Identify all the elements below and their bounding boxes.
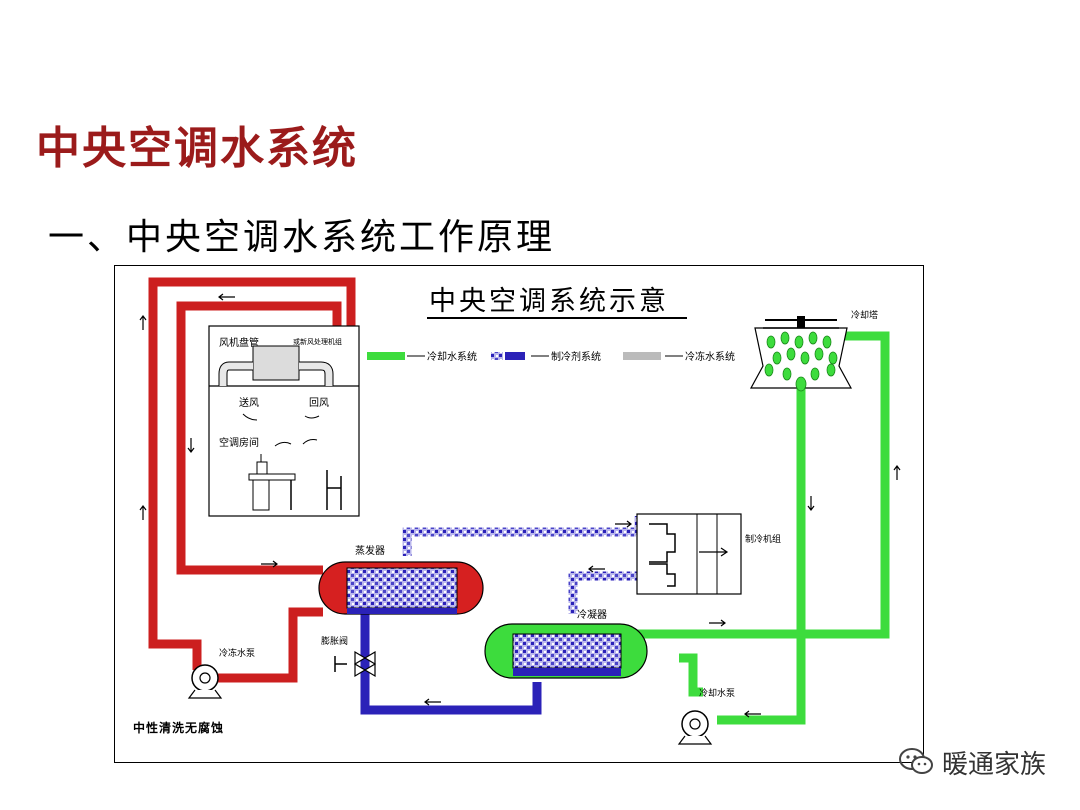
cooling-water-loop	[635, 331, 890, 725]
wechat-icon	[899, 748, 933, 774]
legend-refrigerant-label: 制冷剂系统	[551, 350, 601, 363]
cooling-tower-droplets	[764, 331, 838, 392]
footer-note: 中性清洗无腐蚀	[133, 720, 224, 735]
cooling-water-pump-label: 冷却水泵	[699, 687, 735, 699]
condenser: 冷凝器	[484, 608, 648, 679]
diagram-heading: 中央空调系统示意	[429, 286, 669, 317]
chair	[326, 470, 342, 510]
ac-room-label: 空调房间	[219, 436, 259, 449]
watermark: 暖通家族	[898, 740, 1046, 784]
legend: 冷却水系统 制冷剂系统 冷冻水系统	[367, 350, 735, 363]
expansion-valve-label: 膨胀阀	[321, 635, 348, 647]
fan-coil-label: 风机盘管	[219, 336, 259, 349]
watermark-text: 暖通家族	[942, 749, 1047, 780]
chilled-water-pump-label: 冷冻水泵	[219, 647, 255, 659]
desk-lamp	[256, 454, 268, 475]
fresh-air-unit-label: 或新风处理机组	[293, 337, 342, 346]
legend-chilled-label: 冷冻水系统	[685, 350, 735, 363]
fan-coil-unit	[252, 345, 300, 381]
chilled-water-loop	[148, 277, 356, 683]
legend-refrigerant-swatch-light	[491, 352, 503, 360]
page-title: 中央空调水系统	[36, 123, 358, 174]
desk	[248, 473, 296, 481]
legend-refrigerant-swatch-dark	[505, 352, 525, 360]
legend-cooling-swatch	[367, 352, 405, 360]
return-air-label: 回风	[309, 397, 329, 409]
chilled-water-pump: 冷冻水泵	[187, 647, 255, 699]
evaporator-label: 蒸发器	[355, 544, 385, 557]
cooling-flow-arrows	[709, 465, 901, 718]
supply-air-label: 送风	[239, 396, 259, 409]
legend-cooling-label: 冷却水系统	[427, 350, 477, 363]
hvac-diagram: 中央空调系统示意 冷却水系统 制冷剂系统 冷冻水系统	[114, 265, 924, 763]
ac-room: 风机盘管 或新风处理机组 送风 回风 空调房间	[208, 325, 360, 517]
evaporator: 蒸发器	[318, 544, 484, 615]
cooling-tower: 冷却塔	[749, 309, 878, 392]
refrigerant-flow-arrows	[424, 520, 632, 706]
chiller-unit-label: 制冷机组	[745, 533, 781, 545]
cooling-tower-label: 冷却塔	[851, 309, 878, 321]
chiller-unit: 制冷机组	[636, 513, 781, 595]
expansion-valve: 膨胀阀	[321, 635, 377, 678]
cooling-water-pump: 冷却水泵	[677, 687, 735, 745]
legend-chilled-swatch	[623, 352, 661, 360]
chilled-flow-arrows	[139, 293, 278, 568]
section-subtitle: 一、中央空调水系统工作原理	[48, 217, 556, 258]
condenser-label: 冷凝器	[577, 608, 607, 621]
hvac-diagram-canvas: 中央空调系统示意 冷却水系统 制冷剂系统 冷冻水系统	[133, 277, 901, 745]
